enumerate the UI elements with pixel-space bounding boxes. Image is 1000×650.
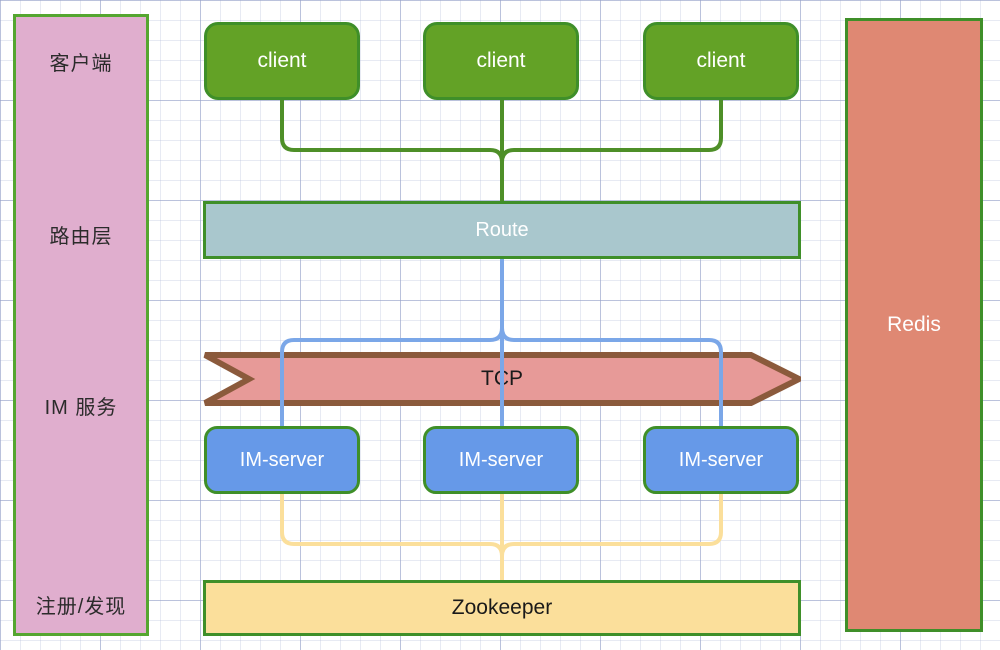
client-node-3[interactable]: client — [643, 22, 799, 100]
client-node-3-label: client — [696, 48, 746, 72]
zookeeper-node[interactable]: Zookeeper — [203, 580, 801, 636]
im-server-node-3[interactable]: IM-server — [643, 426, 799, 494]
legend-label-im-service-layer: IM 服务 — [44, 397, 118, 419]
route-node-label: Route — [475, 218, 529, 241]
redis-node[interactable]: Redis — [845, 18, 983, 632]
legend-label-route-layer: 路由层 — [49, 226, 113, 248]
client-node-2-label: client — [476, 48, 526, 72]
tcp-banner-label: TCP — [481, 367, 523, 390]
layer-legend-column: 客户端 路由层 IM 服务 注册/发现 — [13, 14, 149, 636]
client-node-2[interactable]: client — [423, 22, 579, 100]
legend-label-registry-layer: 注册/发现 — [35, 596, 127, 618]
im-server-node-2[interactable]: IM-server — [423, 426, 579, 494]
im-server-node-1[interactable]: IM-server — [204, 426, 360, 494]
connector-imserver3-to-zookeeper — [500, 494, 723, 580]
im-server-node-2-label: IM-server — [458, 448, 544, 471]
connector-client1-to-route — [280, 100, 504, 201]
client-node-1[interactable]: client — [204, 22, 360, 100]
zookeeper-node-label: Zookeeper — [451, 595, 553, 619]
client-node-1-label: client — [257, 48, 307, 72]
connector-imserver1-to-zookeeper — [280, 494, 504, 580]
legend-label-client-layer: 客户端 — [49, 53, 113, 75]
redis-node-label: Redis — [887, 312, 941, 336]
tcp-banner[interactable]: TCP — [203, 352, 801, 406]
connector-client3-to-route — [500, 100, 723, 201]
im-server-node-3-label: IM-server — [678, 448, 764, 471]
im-server-node-1-label: IM-server — [239, 448, 325, 471]
route-node[interactable]: Route — [203, 201, 801, 259]
